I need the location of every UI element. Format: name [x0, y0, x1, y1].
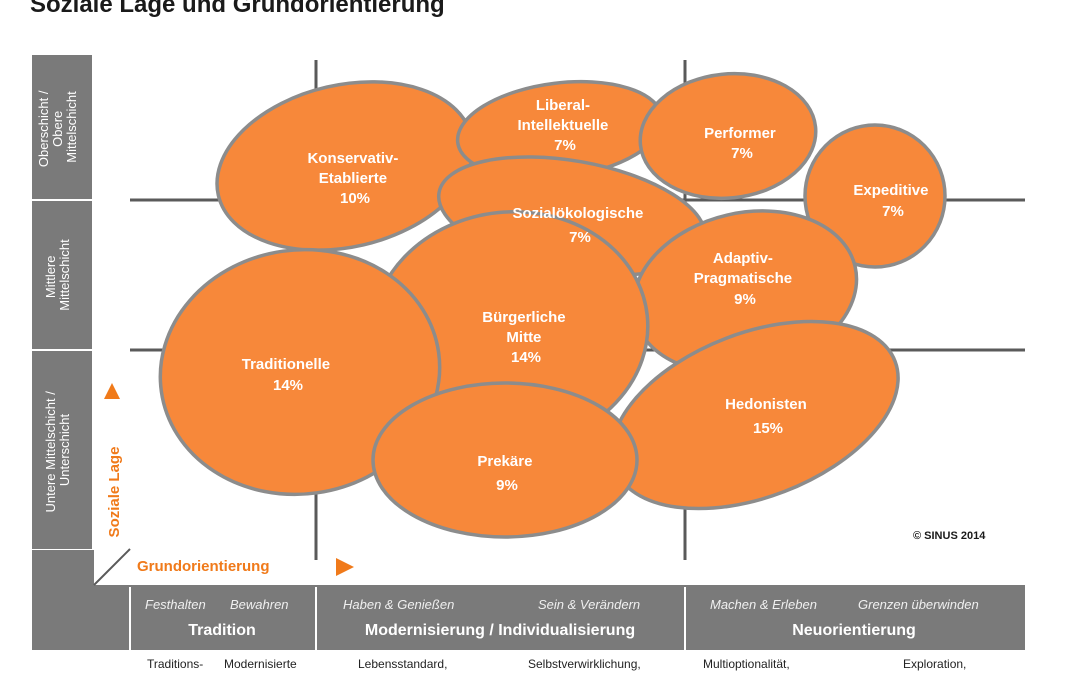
group-reorientation: Neuorientierung — [792, 622, 916, 639]
group-reorientation-sub-right: Grenzen überwinden — [858, 597, 979, 612]
group-tradition-sub-right: Bewahren — [230, 597, 289, 612]
milieu-performer: Performer 7% — [704, 125, 780, 162]
footnote-reorientation-left: Multioptionalität, — [703, 657, 790, 671]
blob-traditionelle — [158, 247, 442, 497]
arrow-right-icon — [336, 558, 354, 576]
blob-performer — [638, 71, 818, 201]
milieu-konservativ-etablierte: Konservativ- Etablierte 10% — [307, 150, 402, 207]
blob-expeditive — [803, 123, 947, 269]
footnote-modernisation-left: Lebensstandard, — [358, 657, 447, 671]
group-tradition-sub-left: Festhalten — [145, 597, 206, 612]
page-title: Soziale Lage und Grundorientierung — [30, 0, 445, 18]
milieu-prekaere: Prekäre 9% — [477, 453, 536, 494]
milieu-hedonisten: Hedonisten 15% — [725, 396, 811, 437]
axis-labels: Soziale Lage Grundorientierung — [93, 383, 354, 586]
footnote-modernisation-right: Selbstverwirklichung, — [528, 657, 641, 671]
group-modernisation: Modernisierung / Individualisierung — [365, 622, 635, 639]
copyright-notice: © SINUS 2014 — [913, 530, 986, 542]
group-modernisation-sub-right: Sein & Verändern — [538, 597, 640, 612]
milieu-liberal-intellektuelle: Liberal- Intellektuelle 7% — [517, 97, 612, 154]
footnote-reorientation-right: Exploration, — [903, 657, 966, 671]
footnote-tradition-right: Modernisierte — [224, 657, 297, 671]
milieu-traditionelle: Traditionelle 14% — [242, 356, 335, 394]
level-upper: Oberschicht / Obere Mittelschicht — [36, 87, 79, 167]
orientation-panel-background — [32, 585, 1025, 650]
milieu-expeditive: Expeditive 7% — [853, 182, 932, 220]
milieu-shapes — [158, 71, 947, 539]
blob-prekaere — [371, 381, 639, 539]
milieu-buergerliche-mitte: Bürgerliche Mitte 14% — [482, 309, 570, 366]
axis-label-social-status: Soziale Lage — [106, 447, 123, 538]
group-reorientation-sub-left: Machen & Erleben — [710, 597, 817, 612]
level-middle: Mittlere Mittelschicht — [43, 239, 72, 311]
axis-label-orientation: Grundorientierung — [137, 558, 270, 575]
footnote-tradition-left: Traditions- — [147, 657, 203, 671]
milieu-sozialoekologische: Sozialökologische 7% — [512, 205, 647, 246]
orientation-panel: Festhalten Bewahren Tradition Haben & Ge… — [32, 550, 1025, 671]
level-lower: Untere Mittelschicht / Unterschicht — [43, 388, 72, 513]
milieu-adaptiv-pragmatische: Adaptiv- Pragmatische 9% — [694, 250, 797, 308]
group-modernisation-sub-left: Haben & Genießen — [343, 597, 454, 612]
milieu-labels: Konservativ- Etablierte 10% Liberal- Int… — [242, 97, 932, 494]
arrow-up-icon — [104, 383, 120, 399]
group-tradition: Tradition — [188, 622, 256, 639]
